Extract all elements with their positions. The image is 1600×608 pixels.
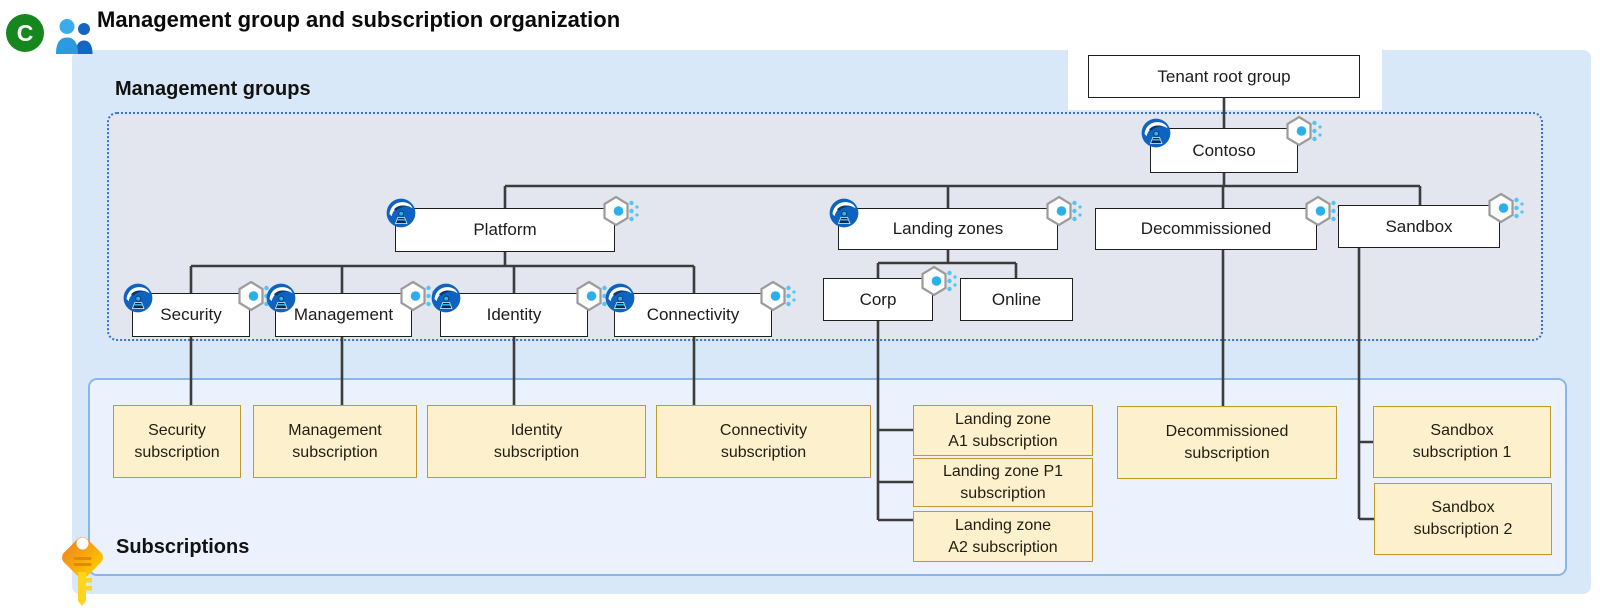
management-group-icon [605, 283, 635, 313]
page-title: Management group and subscription organi… [97, 7, 621, 32]
management-group-icon [1141, 118, 1171, 148]
management-group-icon [266, 283, 296, 313]
subscription-identity: Identity subscription [427, 405, 646, 478]
node-identity: Identity [440, 293, 588, 337]
management-group-icon [386, 198, 416, 228]
subscription-label: Sandbox subscription 2 [1413, 499, 1513, 538]
subscription-label: Management subscription [288, 421, 382, 461]
subscriptions-heading: Subscriptions [116, 536, 250, 558]
letter-badge-c: C [6, 14, 44, 52]
node-label: Connectivity [646, 305, 740, 324]
node-label: Identity [486, 305, 542, 324]
people-icon [52, 16, 96, 56]
node-tenant-root-group: Tenant root group [1088, 55, 1360, 98]
node-platform: Platform [395, 208, 615, 252]
node-label: Security [160, 305, 222, 324]
policy-hexagon-icon [1486, 191, 1526, 225]
node-label: Decommissioned [1140, 219, 1272, 238]
subscription-label: Landing zone A1 subscription [948, 410, 1058, 450]
subscription-sandbox-1: Sandbox subscription 1 [1373, 406, 1551, 478]
node-sandbox: Sandbox [1338, 205, 1500, 248]
node-label: Sandbox [1385, 216, 1453, 236]
policy-hexagon-icon [1044, 194, 1084, 228]
node-label: Platform [473, 220, 537, 239]
node-label: Online [991, 289, 1042, 309]
policy-hexagon-icon [601, 194, 641, 228]
node-label: Management [293, 305, 394, 324]
subscription-sandbox-2: Sandbox subscription 2 [1374, 483, 1552, 555]
subscription-label: Identity subscription [493, 421, 580, 461]
subscription-security: Security subscription [113, 405, 241, 478]
node-landing-zones: Landing zones [838, 208, 1058, 250]
subscription-key-icon [58, 512, 108, 606]
subscription-label: Landing zone P1 subscription [942, 462, 1064, 502]
subscription-label: Security subscription [134, 421, 220, 461]
node-label: Landing zones [892, 219, 1004, 238]
node-contoso: Contoso [1150, 128, 1298, 173]
subscription-label: Landing zone A2 subscription [948, 516, 1058, 556]
node-label: Contoso [1192, 140, 1256, 160]
node-corp: Corp [823, 278, 933, 321]
management-group-icon [431, 283, 461, 313]
subscription-label: Connectivity subscription [719, 421, 808, 461]
subscription-landing-zone-a1: Landing zone A1 subscription [913, 405, 1093, 456]
management-group-icon [123, 283, 153, 313]
subscription-connectivity: Connectivity subscription [656, 405, 871, 478]
management-groups-heading: Management groups [115, 78, 311, 100]
node-online: Online [960, 278, 1073, 321]
node-security: Security [132, 293, 250, 337]
subscription-decommissioned: Decommissioned subscription [1117, 406, 1337, 479]
policy-hexagon-icon [919, 264, 959, 298]
node-decommissioned: Decommissioned [1095, 208, 1317, 250]
node-label: Tenant root group [1157, 66, 1291, 86]
subscription-management: Management subscription [253, 405, 417, 478]
policy-hexagon-icon [1303, 194, 1343, 228]
policy-hexagon-icon [1284, 114, 1324, 148]
subscription-landing-zone-p1: Landing zone P1 subscription [913, 458, 1093, 507]
policy-hexagon-icon [758, 279, 798, 313]
management-group-icon [829, 198, 859, 228]
subscription-landing-zone-a2: Landing zone A2 subscription [913, 511, 1093, 562]
node-connectivity: Connectivity [614, 293, 772, 337]
subscription-label: Decommissioned subscription [1165, 422, 1289, 462]
node-label: Corp [859, 289, 897, 309]
subscription-label: Sandbox subscription 1 [1412, 422, 1512, 461]
node-management: Management [275, 293, 412, 337]
